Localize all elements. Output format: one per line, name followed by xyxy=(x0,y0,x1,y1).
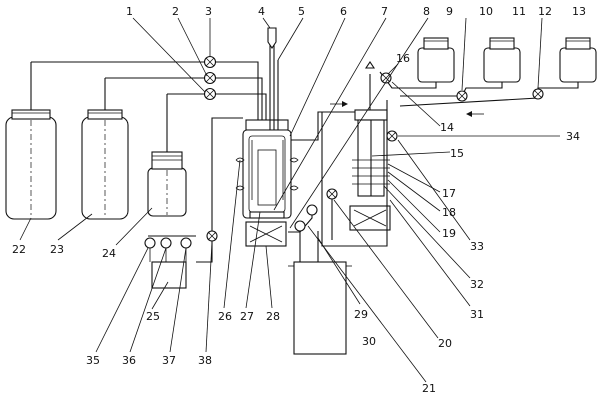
callout-9: 9 xyxy=(446,5,453,18)
callout-31: 31 xyxy=(470,308,484,321)
callout-1: 1 xyxy=(126,5,133,18)
callout-5: 5 xyxy=(298,5,305,18)
reagent-bottle-9 xyxy=(417,37,455,83)
callout-38: 38 xyxy=(198,354,212,367)
callout-35: 35 xyxy=(86,354,100,367)
callout-37: 37 xyxy=(162,354,176,367)
callout-32: 32 xyxy=(470,278,484,291)
tubing-center xyxy=(288,111,362,262)
callout-19: 19 xyxy=(442,227,456,240)
callout-33: 33 xyxy=(470,240,484,253)
callout-7: 7 xyxy=(381,5,388,18)
reagent-bottle-24 xyxy=(147,94,187,217)
callout-2: 2 xyxy=(172,5,179,18)
callout-27: 27 xyxy=(240,310,254,323)
callout-28: 28 xyxy=(266,310,280,323)
valve-16 xyxy=(380,72,392,84)
callout-29: 29 xyxy=(354,308,368,321)
callout-25: 25 xyxy=(146,310,160,323)
callout-36: 36 xyxy=(122,354,136,367)
callout-22: 22 xyxy=(12,243,26,256)
callout-34: 34 xyxy=(566,130,580,143)
tubing-top-right xyxy=(364,61,579,110)
callout-6: 6 xyxy=(340,5,347,18)
valve-34 xyxy=(386,130,398,142)
tubing-left xyxy=(31,61,267,130)
leader-lines xyxy=(19,17,543,383)
callout-20: 20 xyxy=(438,337,452,350)
callout-23: 23 xyxy=(50,243,64,256)
callout-10: 10 xyxy=(479,5,493,18)
callout-4: 4 xyxy=(258,5,265,18)
valve-33 xyxy=(326,188,338,200)
callout-24: 24 xyxy=(102,247,116,260)
reactor-vessel xyxy=(235,27,299,247)
flow-arrows xyxy=(330,101,484,117)
callout-30: 30 xyxy=(362,335,376,348)
right-column xyxy=(321,100,391,247)
reagent-bottle-13 xyxy=(559,37,597,83)
valve-1 xyxy=(203,87,217,101)
waste-vessel xyxy=(288,261,352,355)
callout-21: 21 xyxy=(422,382,436,395)
callout-16: 16 xyxy=(396,52,410,65)
tubing-reactor-left xyxy=(196,117,243,263)
callout-labels: 1 2 3 4 5 6 7 8 9 10 11 12 13 14 15 16 1… xyxy=(12,5,586,395)
callout-26: 26 xyxy=(218,310,232,323)
reagent-bottle-11 xyxy=(483,37,521,83)
valve-3 xyxy=(203,55,217,69)
callout-15: 15 xyxy=(450,147,464,160)
callout-11: 11 xyxy=(512,5,526,18)
callout-8: 8 xyxy=(423,5,430,18)
reagent-bottle-22 xyxy=(5,62,57,220)
callout-14: 14 xyxy=(440,121,454,134)
reagent-bottle-23 xyxy=(81,78,129,220)
callout-12: 12 xyxy=(538,5,552,18)
valve-12 xyxy=(532,88,544,100)
callout-3: 3 xyxy=(205,5,212,18)
callout-17: 17 xyxy=(442,187,456,200)
valve-10 xyxy=(456,90,468,102)
callout-13: 13 xyxy=(572,5,586,18)
valve-2 xyxy=(203,71,217,85)
valve-group-35-37 xyxy=(144,235,196,289)
callout-18: 18 xyxy=(442,206,456,219)
